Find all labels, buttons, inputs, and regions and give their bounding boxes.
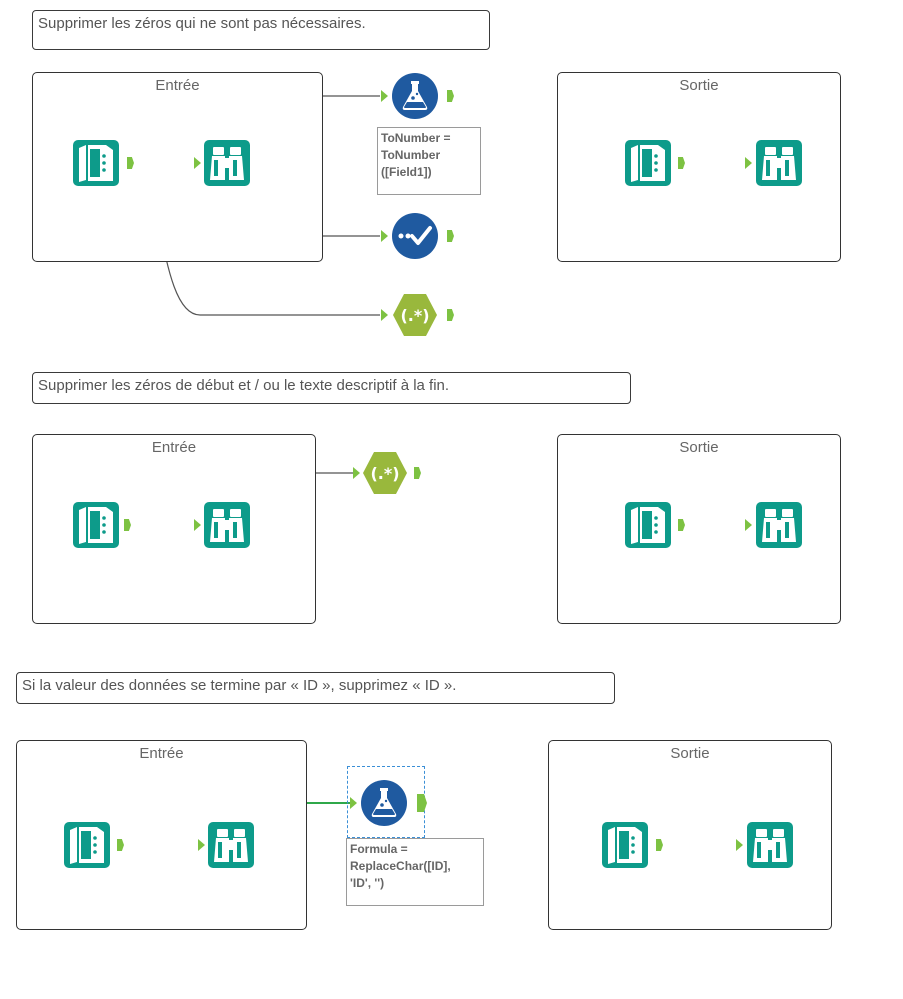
book-input-icon	[602, 822, 648, 868]
regex-tool-2[interactable]: (.*)	[362, 450, 408, 496]
input-anchor[interactable]	[381, 230, 388, 242]
input-anchor[interactable]	[736, 839, 743, 851]
filter-tool-1[interactable]	[392, 213, 438, 259]
input-anchor[interactable]	[350, 797, 357, 809]
browse-tool-output-1[interactable]	[756, 140, 802, 186]
input-tool-1[interactable]	[73, 140, 119, 186]
book-input-icon	[73, 502, 119, 548]
output-anchor[interactable]	[447, 309, 454, 321]
input-tool-3[interactable]	[64, 822, 110, 868]
container-title-output-2: Sortie	[679, 439, 719, 456]
input-anchor[interactable]	[745, 519, 752, 531]
book-input-icon	[64, 822, 110, 868]
input-tool-output-1[interactable]	[625, 140, 671, 186]
input-tool-output-2[interactable]	[625, 502, 671, 548]
comment-text-2: Supprimer les zéros de début et / ou le …	[38, 377, 450, 394]
input-anchor[interactable]	[745, 157, 752, 169]
comment-text-3: Si la valeur des données se termine par …	[22, 677, 457, 694]
container-title-input-2: Entrée	[151, 439, 197, 456]
binoculars-browse-icon	[204, 502, 250, 548]
output-anchor[interactable]	[447, 90, 454, 102]
container-title-output-1: Sortie	[679, 77, 719, 94]
regex-tool-1[interactable]: (.*)	[392, 292, 438, 338]
container-input-3[interactable]: Entrée	[16, 740, 307, 930]
binoculars-browse-icon	[756, 140, 802, 186]
flask-formula-icon	[392, 73, 438, 119]
input-anchor[interactable]	[381, 90, 388, 102]
input-anchor[interactable]	[194, 157, 201, 169]
formula-tool-3[interactable]	[361, 780, 407, 826]
binoculars-browse-icon	[208, 822, 254, 868]
container-title-input-3: Entrée	[139, 745, 184, 762]
output-anchor[interactable]	[417, 794, 427, 812]
binoculars-browse-icon	[756, 502, 802, 548]
input-anchor[interactable]	[198, 839, 205, 851]
container-title-input-1: Entrée	[155, 77, 200, 94]
container-title-output-3: Sortie	[670, 745, 710, 762]
output-anchor[interactable]	[656, 839, 663, 851]
book-input-icon	[73, 140, 119, 186]
browse-tool-1[interactable]	[204, 140, 250, 186]
browse-tool-2[interactable]	[204, 502, 250, 548]
svg-text:(.*): (.*)	[370, 464, 399, 483]
browse-tool-3[interactable]	[208, 822, 254, 868]
browse-tool-output-3[interactable]	[747, 822, 793, 868]
output-anchor[interactable]	[117, 839, 124, 851]
input-anchor[interactable]	[194, 519, 201, 531]
input-tool-output-3[interactable]	[602, 822, 648, 868]
regex-hexagon-icon: (.*)	[393, 294, 437, 336]
comment-box-3[interactable]: Si la valeur des données se termine par …	[16, 672, 615, 704]
comment-box-2[interactable]: Supprimer les zéros de début et / ou le …	[32, 372, 631, 404]
output-anchor[interactable]	[124, 519, 131, 531]
output-anchor[interactable]	[678, 519, 685, 531]
formula-tool-1[interactable]	[392, 73, 438, 119]
formula-annotation-3: Formula = ReplaceChar([ID], 'ID', '')	[346, 838, 484, 906]
svg-text:(.*): (.*)	[400, 306, 429, 325]
output-anchor[interactable]	[678, 157, 685, 169]
formula-annotation-1: ToNumber = ToNumber ([Field1])	[377, 127, 481, 195]
output-anchor[interactable]	[447, 230, 454, 242]
input-tool-2[interactable]	[73, 502, 119, 548]
output-anchor[interactable]	[414, 467, 421, 479]
book-input-icon	[625, 502, 671, 548]
binoculars-browse-icon	[204, 140, 250, 186]
checkmark-filter-icon	[392, 213, 438, 259]
input-anchor[interactable]	[353, 467, 360, 479]
input-anchor[interactable]	[381, 309, 388, 321]
comment-text-1: Supprimer les zéros qui ne sont pas néce…	[38, 15, 366, 32]
book-input-icon	[625, 140, 671, 186]
binoculars-browse-icon	[747, 822, 793, 868]
flask-formula-icon	[361, 780, 407, 826]
regex-hexagon-icon: (.*)	[363, 452, 407, 494]
comment-box-1[interactable]: Supprimer les zéros qui ne sont pas néce…	[32, 10, 490, 50]
output-anchor[interactable]	[127, 157, 134, 169]
browse-tool-output-2[interactable]	[756, 502, 802, 548]
